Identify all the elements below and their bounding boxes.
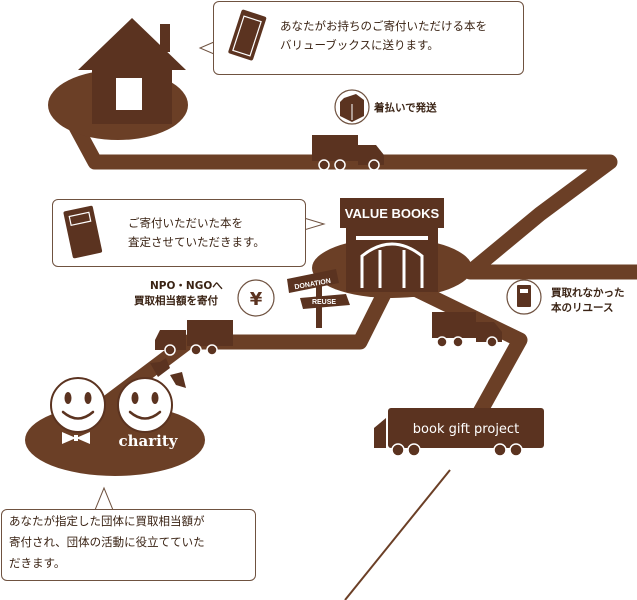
svg-text:¥: ¥ — [250, 289, 263, 310]
smiley-icon — [50, 377, 106, 433]
truck-project: book gift project — [374, 408, 544, 457]
charity-label: charity — [118, 432, 178, 450]
bubble-donation-result-line3: だきます。 — [9, 556, 66, 570]
store-icon: VALUE BOOKS — [340, 198, 444, 292]
bubble-appraisal-line2: 査定させていただきます。 — [128, 235, 265, 249]
bowtie-icon — [62, 432, 90, 444]
bubble-donation-result-line2: 寄付され、団体の活動に役立てていた — [9, 535, 205, 549]
store-sign: VALUE BOOKS — [345, 206, 440, 221]
npo-donation-label-line2: 買取相当額を寄付 — [134, 295, 218, 307]
reuse-label-line2: 本のリユース — [551, 302, 614, 314]
npo-donation-label-line1: NPO・NGOへ — [150, 280, 223, 292]
yen-icon: ¥ — [237, 279, 275, 317]
reuse-label-line1: 買取れなかった — [551, 287, 625, 299]
book-icon — [506, 279, 542, 315]
bubble-send-books — [213, 1, 524, 75]
ribbon-icon — [150, 358, 186, 388]
road-thin-tail — [344, 469, 451, 600]
book-icon — [63, 205, 103, 259]
signpost-icon: DONATION REUSE — [287, 269, 350, 328]
book-icon — [228, 9, 267, 61]
box-icon — [334, 89, 370, 125]
bubble-appraisal-line1: ご寄付いただいた本を — [128, 216, 243, 230]
shipping-free-label: 着払いで発送 — [374, 102, 437, 114]
truck-icon — [155, 320, 233, 356]
bubble-donation-result-line1: あなたが指定した団体に買取相当額が — [9, 514, 205, 528]
road-to-npo — [90, 268, 402, 418]
truck-icon — [432, 312, 502, 348]
bubble-send-books-line2: バリューブックスに送ります。 — [280, 38, 439, 52]
truck-icon — [312, 135, 384, 171]
truck-project-label: book gift project — [413, 422, 519, 437]
signpost-reuse: REUSE — [312, 299, 336, 306]
bubble-send-books-line1: あなたがお持ちのご寄付いただける本を — [280, 19, 487, 33]
smiley-icon — [117, 377, 173, 433]
house-icon — [78, 18, 186, 124]
bubble-donation-result — [1, 509, 256, 581]
